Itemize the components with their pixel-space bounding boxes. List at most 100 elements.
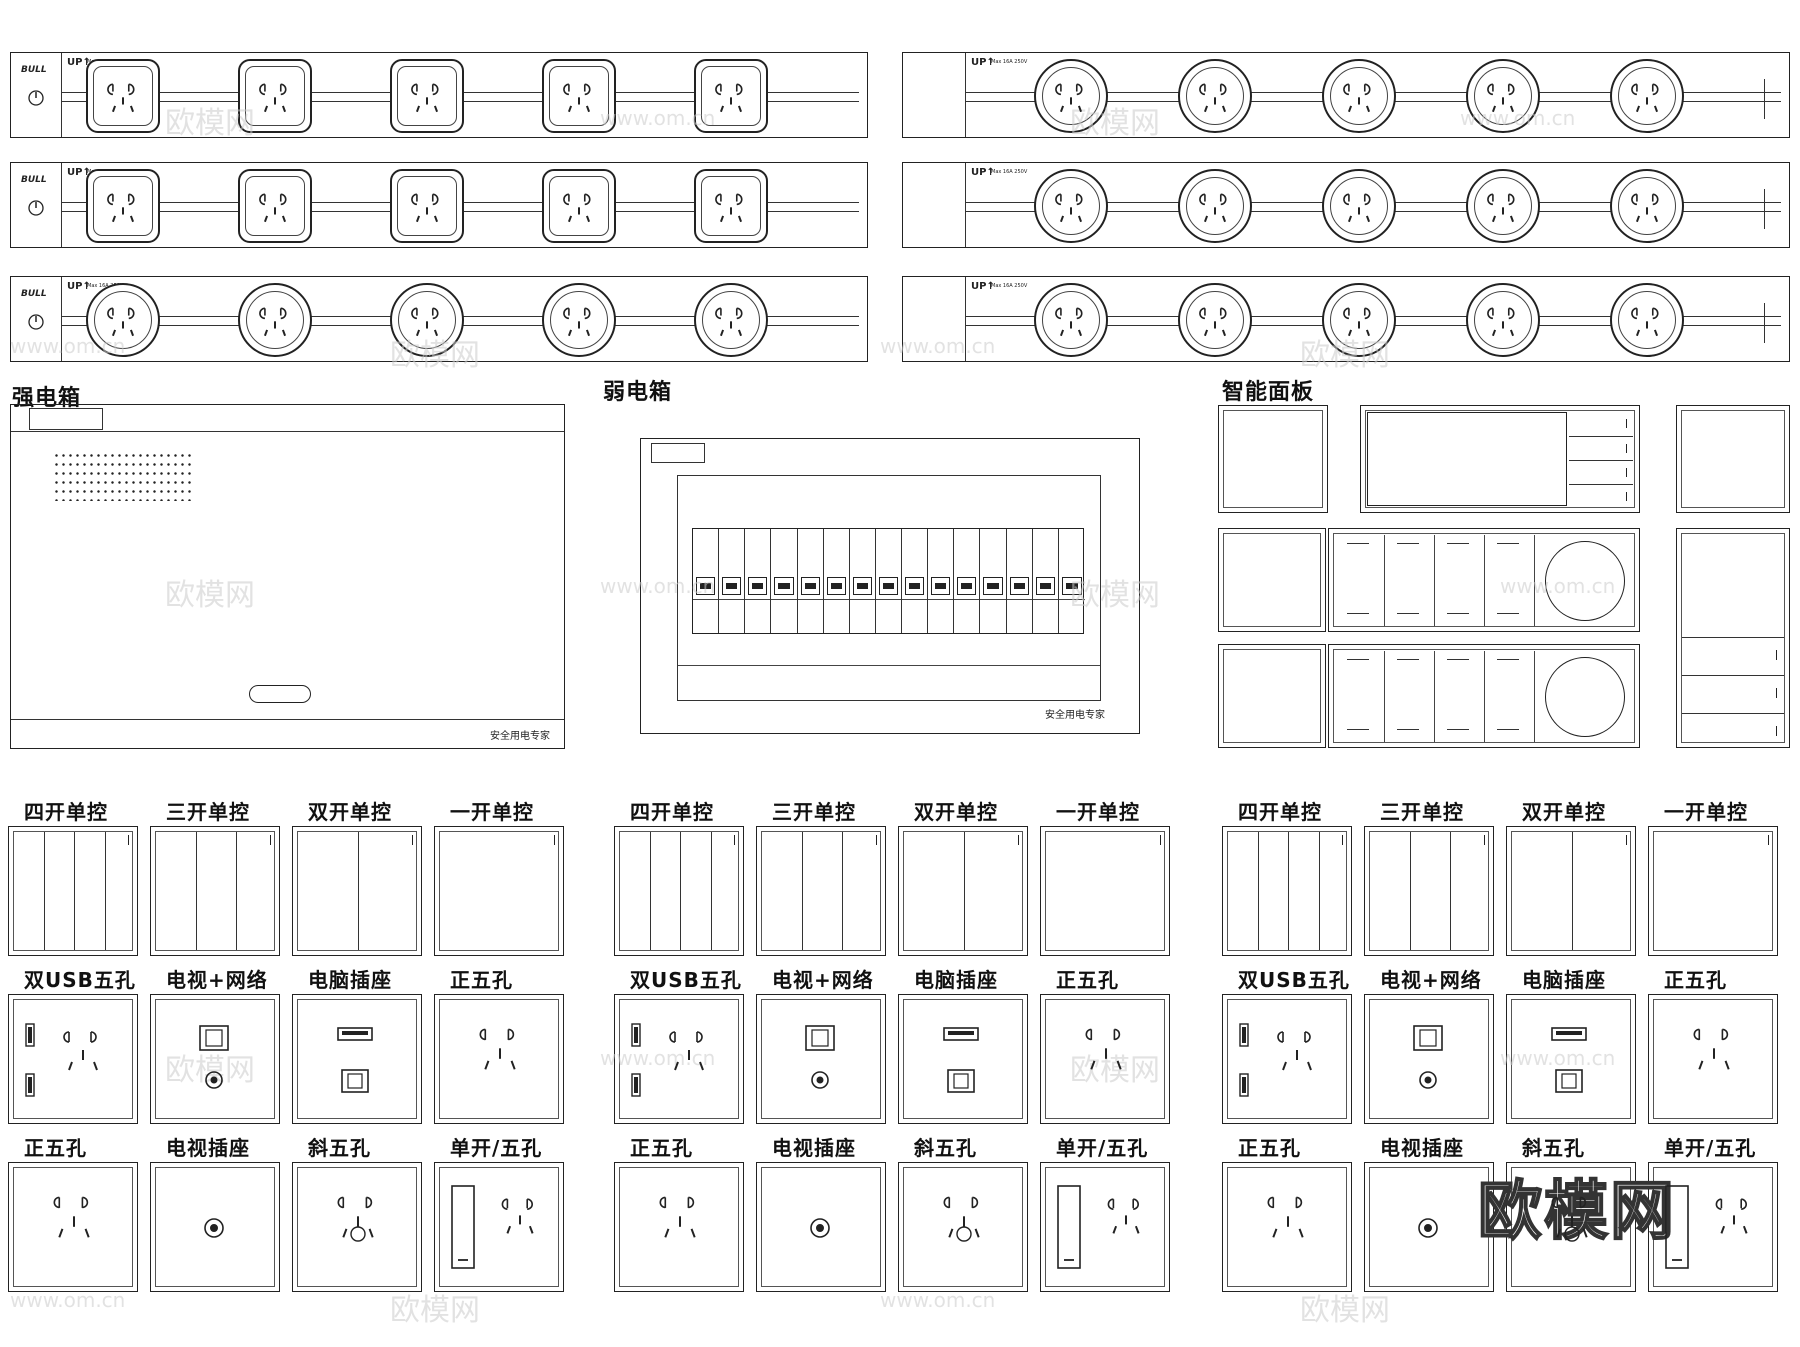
brand-logo: BULL <box>21 175 47 185</box>
outlet-2 <box>1178 283 1252 357</box>
switch-group-3: 四开单控三开单控双开单控一开单控双USB五孔电视+网络电脑插座正五孔正五孔电视插… <box>1222 796 1800 1336</box>
smart-plain-panel-2 <box>1676 405 1790 513</box>
breaker-toggle <box>1061 577 1082 595</box>
breaker-15 <box>1058 529 1085 633</box>
strip-rating: Max 16A 250V <box>991 59 1028 65</box>
switch-label-3: 双开单控 <box>1522 800 1606 824</box>
gang-divider <box>1450 831 1452 951</box>
breaker-12 <box>980 529 1007 633</box>
switch-indicator <box>1160 835 1161 845</box>
key-indicator <box>1776 688 1777 698</box>
socket2-label-1: 正五孔 <box>24 1136 87 1160</box>
socket-plate-2 <box>756 994 886 1124</box>
outlet-2 <box>1178 59 1252 133</box>
socket2-plate-2 <box>150 1162 280 1292</box>
gang-divider <box>358 831 359 951</box>
switch-label-1: 四开单控 <box>24 800 108 824</box>
strip-end-cap <box>61 163 62 247</box>
socket-label-3: 电脑插座 <box>308 968 392 992</box>
strong-box-title: 强电箱 <box>12 386 82 411</box>
switch-plate-1 <box>8 826 138 956</box>
breaker-toggle <box>826 577 846 595</box>
strip-up-logo: UP↑ <box>971 57 995 68</box>
socket-label-4: 正五孔 <box>450 968 513 992</box>
five-hole-glyph <box>259 193 287 223</box>
switch-indicator <box>1018 835 1019 845</box>
breaker-2 <box>719 529 746 633</box>
five-hole-glyph <box>1631 193 1659 223</box>
breaker-6 <box>823 529 850 633</box>
socket-label-2: 电视+网络 <box>1380 968 1482 992</box>
socket-plate-3 <box>898 994 1028 1124</box>
smart-knob <box>1545 657 1625 737</box>
scene-key-mark <box>1497 543 1519 547</box>
socket2-label-1: 正五孔 <box>1238 1136 1301 1160</box>
power-button-icon <box>28 314 44 330</box>
socket-plate-4 <box>1648 994 1778 1124</box>
socket2-plate-2 <box>1364 1162 1494 1292</box>
strong-box-top-bar <box>11 405 564 432</box>
socket-plate-3 <box>292 994 422 1124</box>
five-hole-glyph <box>715 83 743 113</box>
smart-screen <box>1367 412 1567 506</box>
slant-socket-icon <box>943 1196 980 1242</box>
outlet-4 <box>1466 283 1540 357</box>
socket-plate-1 <box>8 994 138 1124</box>
power-button-icon <box>28 90 44 106</box>
breaker-divider <box>928 599 954 600</box>
outlet-3 <box>390 59 464 133</box>
socket2-plate-1 <box>614 1162 744 1292</box>
five-hole-glyph <box>563 83 591 113</box>
five-socket-icon <box>1267 1196 1304 1238</box>
pc-socket-icon <box>943 1027 979 1093</box>
breaker-divider <box>719 599 745 600</box>
strip-up-logo: UP↑ <box>67 57 91 68</box>
breaker-7 <box>849 529 876 633</box>
switch-indicator <box>554 835 555 845</box>
outlet-1 <box>86 283 160 357</box>
breaker-divider <box>1006 599 1032 600</box>
scene-key-mark <box>1497 729 1519 733</box>
five-hole-glyph <box>1055 83 1083 113</box>
breaker-lever <box>856 583 868 589</box>
strong-electric-box: 安全用电专家 <box>10 404 565 749</box>
breaker-lever <box>882 583 895 589</box>
outlet-1 <box>86 169 160 243</box>
five-hole-glyph <box>411 193 439 223</box>
socket-label-3: 电脑插座 <box>914 968 998 992</box>
usb5-socket-icon <box>631 1023 704 1097</box>
switch-plate-2 <box>1364 826 1494 956</box>
outlet-5 <box>1610 283 1684 357</box>
switch-plate-4 <box>434 826 564 956</box>
socket2-plate-3 <box>898 1162 1028 1292</box>
breaker-divider <box>875 599 902 600</box>
brand-logo: BULL <box>21 65 47 75</box>
breaker-divider <box>745 599 771 600</box>
socket2-label-4: 单开/五孔 <box>450 1136 543 1160</box>
weak-box-inner-panel <box>677 475 1101 701</box>
switch-indicator <box>876 835 877 845</box>
weak-electric-box: 安全用电专家 <box>640 438 1140 734</box>
gang-divider <box>195 831 197 951</box>
gang-divider <box>842 831 844 951</box>
pc-socket-icon <box>337 1027 373 1093</box>
scene-key-3 <box>1435 535 1485 627</box>
breaker-toggle <box>852 577 872 595</box>
weak-box-footer-text: 安全用电专家 <box>1045 710 1105 721</box>
socket-label-1: 双USB五孔 <box>630 968 742 992</box>
gang-divider <box>1257 831 1259 951</box>
strip-end-cap <box>1764 189 1765 229</box>
five-hole-glyph <box>1055 307 1083 337</box>
outlet-1 <box>1034 59 1108 133</box>
switch-plate-2 <box>150 826 280 956</box>
strip-end-cap <box>61 53 62 137</box>
five-socket-icon <box>1693 1028 1730 1070</box>
breaker-lever <box>726 583 738 589</box>
five-hole-glyph <box>563 307 591 337</box>
five-hole-glyph <box>1055 193 1083 223</box>
gang-divider <box>710 831 712 951</box>
five-hole-glyph <box>107 193 135 223</box>
switch-indicator <box>1626 835 1627 845</box>
scene-key-2 <box>1385 651 1435 743</box>
breaker-toggle <box>957 577 977 595</box>
